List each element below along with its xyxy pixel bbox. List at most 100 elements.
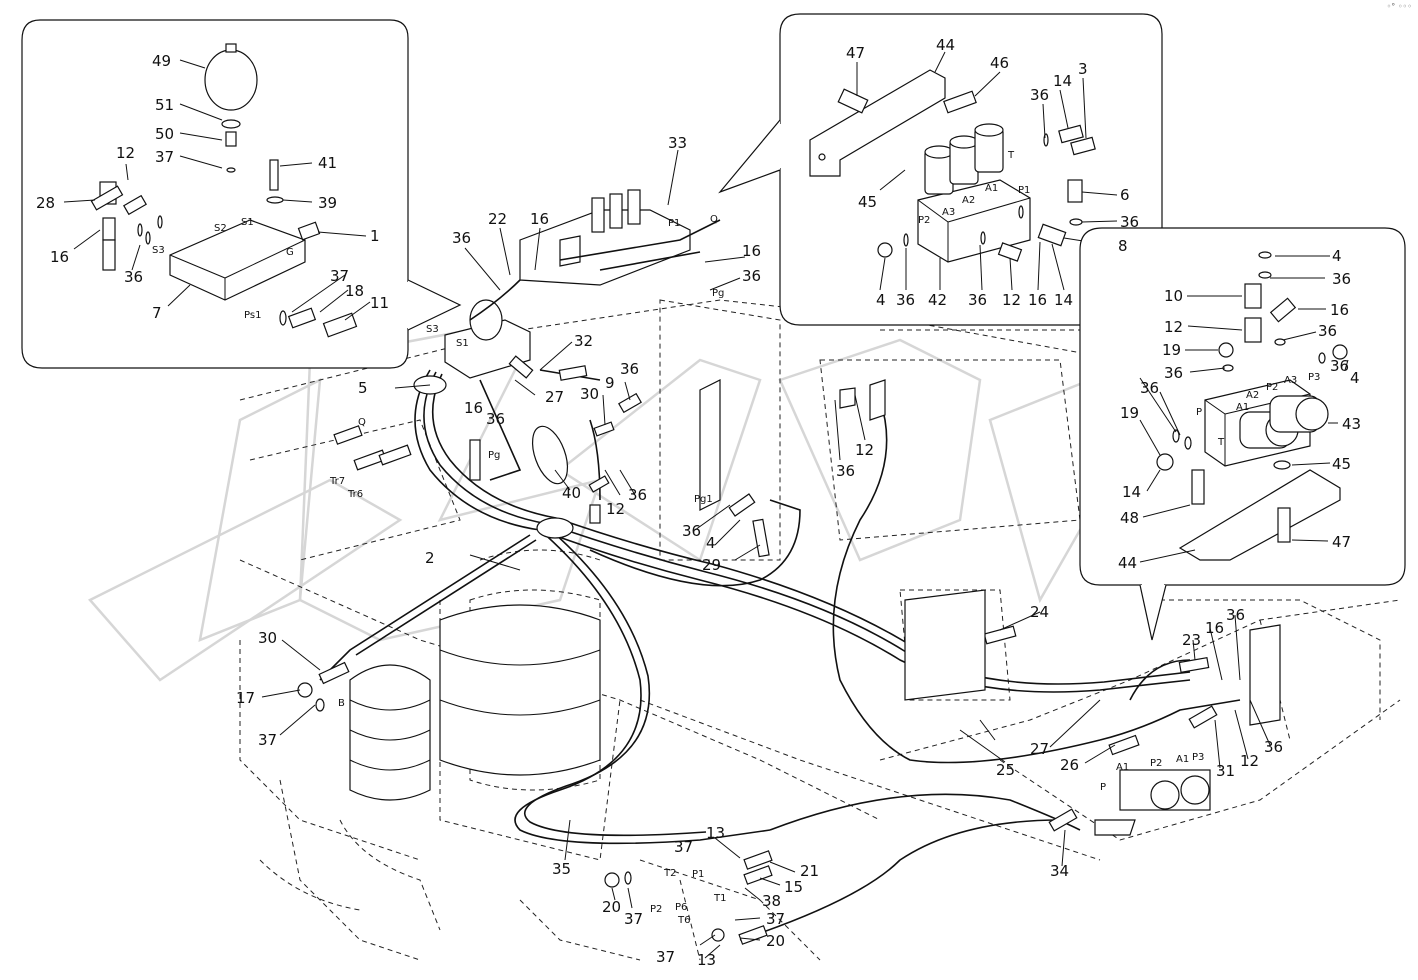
port-label: A1 — [1116, 762, 1129, 773]
callout: 36 — [124, 268, 143, 286]
callout: 8 — [1118, 237, 1128, 255]
callout: 47 — [1332, 533, 1351, 551]
port-label: P — [1196, 407, 1202, 418]
port-label: P6 — [675, 902, 687, 913]
callout: 35 — [552, 860, 571, 878]
callout: 32 — [574, 332, 593, 350]
callout: 16 — [742, 242, 761, 260]
port-label: S1 — [456, 338, 469, 349]
port-label: S1 — [241, 217, 254, 228]
callout: 12 — [116, 144, 135, 162]
callout: 12 — [1002, 291, 1021, 309]
callout: 46 — [990, 54, 1009, 72]
callout: 6 — [1120, 186, 1130, 204]
callout: 3 — [1078, 60, 1088, 78]
callout: 16 — [50, 248, 69, 266]
port-label: Tr6 — [347, 489, 363, 500]
port-label: A2 — [962, 195, 975, 206]
callout: 44 — [1118, 554, 1137, 572]
callout: 36 — [628, 486, 647, 504]
callout: 31 — [1216, 762, 1235, 780]
port-label: S3 — [152, 245, 165, 256]
callout: 37 — [656, 948, 675, 966]
detail-box-solenoid-valve — [718, 13, 1163, 326]
callout: 19 — [1120, 404, 1139, 422]
callout: 39 — [318, 194, 337, 212]
accumulator-valve-block — [444, 189, 691, 379]
callout: 36 — [1164, 364, 1183, 382]
callout: 13 — [706, 824, 725, 842]
callout: 18 — [345, 282, 364, 300]
callout: 22 — [488, 210, 507, 228]
callout: 1 — [370, 227, 380, 245]
callout: 29 — [702, 556, 721, 574]
callout: 36 — [1140, 379, 1159, 397]
callout: 14 — [1054, 291, 1073, 309]
callout: 14 — [1053, 72, 1072, 90]
callout: 9 — [605, 374, 615, 392]
port-label: T — [1217, 437, 1225, 448]
detail-box-accumulator — [21, 19, 462, 369]
callout: 30 — [580, 385, 599, 403]
port-label: P2 — [1266, 382, 1278, 393]
callout: 41 — [318, 154, 337, 172]
callout: 15 — [784, 878, 803, 896]
port-label: A3 — [942, 207, 955, 218]
callout: 36 — [452, 229, 471, 247]
port-label: Pg — [488, 450, 500, 461]
callout: 12 — [606, 500, 625, 518]
callout: 37 — [624, 910, 643, 928]
callout: 42 — [928, 291, 947, 309]
port-label: Ps1 — [244, 310, 261, 321]
port-label: P1 — [692, 869, 704, 880]
callout: 37 — [258, 731, 277, 749]
callout: 12 — [855, 441, 874, 459]
callout: 38 — [762, 892, 781, 910]
callout: 27 — [545, 388, 564, 406]
port-label: P2 — [918, 215, 930, 226]
port-label: A1 — [985, 183, 998, 194]
callout: 13 — [697, 951, 716, 969]
callout: 16 — [1330, 301, 1349, 319]
callout: 19 — [1162, 341, 1181, 359]
port-label: T6 — [677, 915, 690, 926]
callout: 37 — [766, 910, 785, 928]
callout: 36 — [620, 360, 639, 378]
port-label: P1 — [1018, 185, 1030, 196]
callout: 36 — [486, 410, 505, 428]
callout: 11 — [370, 294, 389, 312]
callout: 4 — [1332, 247, 1342, 265]
callout: 43 — [1342, 415, 1361, 433]
callout: 5 — [358, 379, 368, 397]
callout: 44 — [936, 36, 955, 54]
port-label: P3 — [1192, 752, 1204, 763]
callout: 33 — [668, 134, 687, 152]
callout: 4 — [876, 291, 886, 309]
corner-mark: ◦° ◦◦◦ — [1386, 2, 1412, 11]
motor-body — [349, 604, 601, 801]
callout: 51 — [155, 96, 174, 114]
callout: 16 — [464, 399, 483, 417]
callout: 36 — [682, 522, 701, 540]
callout: 17 — [236, 689, 255, 707]
port-label: Pg1 — [694, 494, 713, 505]
port-label: T2 — [663, 868, 676, 879]
callout: 14 — [1122, 483, 1141, 501]
callout: 36 — [968, 291, 987, 309]
callout: 23 — [1182, 631, 1201, 649]
callout: 37 — [674, 838, 693, 856]
callout: 16 — [530, 210, 549, 228]
callout: 2 — [425, 549, 435, 567]
callout: 4 — [706, 534, 716, 552]
callout: 36 — [1264, 738, 1283, 756]
callout: 25 — [996, 761, 1015, 779]
callout: 34 — [1050, 862, 1069, 880]
callout: 47 — [846, 44, 865, 62]
hose-clamp-ring — [531, 425, 569, 485]
callout: 36 — [836, 462, 855, 480]
callout: 48 — [1120, 509, 1139, 527]
port-labels: S2 S1 S3 G Ps1 A1 A2 A3 P1 P2 T A1 A2 A3… — [152, 150, 1320, 926]
callout: 16 — [1205, 619, 1224, 637]
callout: 36 — [742, 267, 761, 285]
